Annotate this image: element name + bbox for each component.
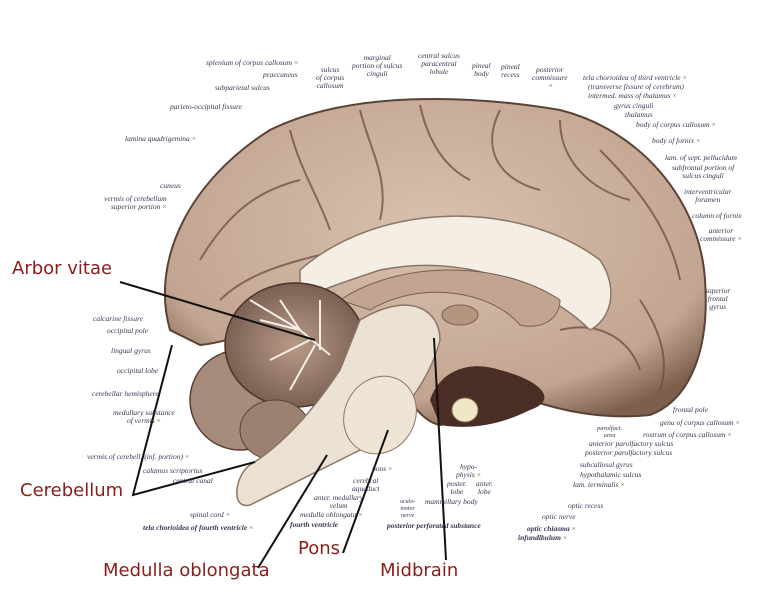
cerebrum — [163, 97, 707, 427]
label-anterior-lobe: anter.lobe — [476, 479, 493, 496]
label-lamina-terminalis: lam. terminalis× — [573, 480, 625, 489]
label-splenium: splenium of corpus callosum× — [206, 58, 299, 67]
intermediate-mass — [441, 304, 479, 326]
callout-medulla-oblongata: Medulla oblongata — [103, 560, 270, 581]
label-praecuneus: praecuneus — [263, 70, 298, 79]
label-spinal-cord: spinal cord× — [190, 510, 230, 519]
callout-cerebellum: Cerebellum — [20, 480, 124, 501]
label-central-canal: central canal — [173, 476, 213, 485]
label-posterior-parolfactory: posterior parolfactory sulcus — [585, 448, 673, 457]
label-mammillary-body: mammillary body — [425, 497, 478, 506]
label-parieto-occipital: parieto-occipital fissure — [170, 102, 243, 111]
arbor-vitae-branches — [249, 299, 331, 391]
cerebellum-art — [189, 282, 366, 461]
callout-arbor-vitae: Arbor vitae — [12, 258, 113, 279]
midbrain-line — [433, 337, 447, 561]
corpus-callosum — [299, 215, 612, 331]
pons-art — [343, 375, 417, 455]
label-calcarine-fissure: calcarine fissure — [93, 314, 143, 323]
label-hypothalamic-sulcus: hypothalamic sulcus — [580, 470, 642, 479]
label-tela-fourth-ventricle: tela chorioidea of fourth ventricle× — [143, 523, 254, 532]
label-vermis-inferior: vermis of cerebell. (inf. portion)× — [87, 452, 190, 461]
label-infundibulum: infundibulum× — [518, 533, 568, 542]
label-cerebellar-hemisphere: cerebellar hemisphere — [92, 389, 159, 398]
hypophysis — [451, 397, 479, 423]
label-parolfactory-area: parolfact.area — [597, 425, 623, 439]
label-tela-third-ventricle: tela chorioidea of third ventricle× — [583, 73, 687, 82]
label-occipital-pole: occipital pole — [107, 326, 149, 335]
medulla-line — [257, 454, 328, 569]
label-intermediate-mass: intermed. mass of thalamus× — [588, 91, 677, 100]
label-thalamus: thalamus — [625, 110, 653, 119]
callout-midbrain: Midbrain — [380, 560, 459, 581]
brainstem — [236, 304, 441, 507]
label-genu-corpus-callosum: genu of corpus callosum× — [660, 418, 740, 427]
label-lingual-gyrus: lingual gyrus — [111, 346, 151, 355]
label-fourth-ventricle: fourth ventricle — [290, 520, 339, 529]
label-optic-chiasma: optic chiasma× — [527, 524, 576, 533]
label-body-fornix: body of fornix× — [652, 136, 701, 145]
label-optic-nerve: optic nerve — [542, 512, 576, 521]
pons-line — [342, 429, 389, 554]
label-cuneus: cuneus — [160, 181, 181, 190]
label-occipital-lobe: occipital lobe — [117, 366, 159, 375]
label-lamina-quadrigemina: lamina quadrigemina× — [125, 134, 197, 143]
callout-lines — [119, 281, 447, 569]
label-calamus-scriptorius: calamus scriptorius — [143, 466, 203, 475]
label-transverse-fissure: (transverse fissure of cerebrum) — [588, 82, 684, 91]
label-gyrus-cinguli: gyrus cinguli — [614, 101, 654, 110]
label-anterior-parolfactory: anterior parolfactory sulcus — [589, 439, 674, 448]
label-body-corpus-callosum: body of corpus callosum× — [636, 120, 716, 129]
label-frontal-pole: frontal pole — [673, 405, 708, 414]
label-subcallosal-gyrus: subcallosal gyrus — [580, 460, 633, 469]
label-pons: pons× — [372, 464, 393, 473]
label-subparietal-sulcus: subparietal sulcus — [215, 83, 270, 92]
label-posterior-perforated: posterior perforated substance — [387, 521, 481, 530]
label-optic-recess: optic recess — [568, 501, 604, 510]
arbor-vitae-line — [119, 281, 316, 341]
label-rostrum-corpus-callosum: rostrum of corpus callosum× — [643, 430, 732, 439]
label-posterior-lobe: poster.lobe — [447, 479, 467, 496]
label-septum-pellucidum: lam. of sept. pellucidum — [665, 153, 737, 162]
fornix-thalamus — [338, 269, 561, 327]
label-medulla-oblongata: medulla oblongata× — [300, 510, 363, 519]
cerebellum-line — [131, 344, 256, 497]
label-column-fornix: column of fornix — [692, 211, 742, 220]
label-hypophysis: hypo-physis× — [456, 462, 481, 479]
callout-pons: Pons — [298, 538, 341, 559]
